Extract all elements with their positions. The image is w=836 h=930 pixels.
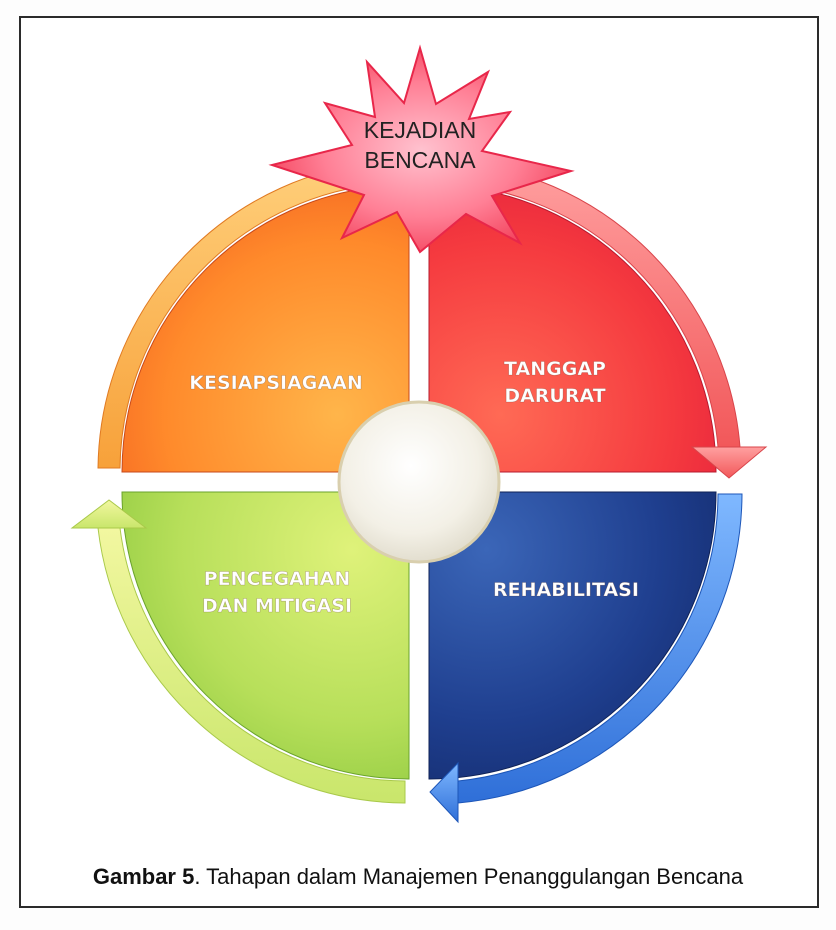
event-label-line1: KEJADIAN	[364, 117, 476, 143]
quadrant-rehabilitation	[428, 491, 717, 780]
disaster-event-star	[268, 44, 575, 254]
arrow-rehabilitation-head	[429, 761, 459, 824]
figure-caption: Gambar 5. Tahapan dalam Manajemen Penang…	[0, 864, 836, 890]
center-circle	[337, 400, 501, 564]
label-emergency-response-line2: DARURAT	[504, 385, 605, 407]
label-prevention-line2: DAN MITIGASI	[202, 595, 352, 617]
figure-caption-text: . Tahapan dalam Manajemen Penanggulangan…	[194, 864, 744, 889]
figure-number: Gambar 5	[92, 864, 195, 889]
arrow-prevention-head	[70, 499, 148, 529]
quadrant-prevention-mitigation	[121, 491, 410, 780]
label-emergency-response-line1: TANGGAP	[504, 358, 606, 380]
arrow-emergency-response-head	[690, 446, 768, 479]
label-prevention-line1: PENCEGAHAN	[204, 568, 351, 590]
label-preparedness: KESIAPSIAGAAN	[189, 372, 362, 394]
event-label-line2: BENCANA	[364, 147, 476, 173]
label-rehabilitation: REHABILITASI	[493, 579, 639, 601]
